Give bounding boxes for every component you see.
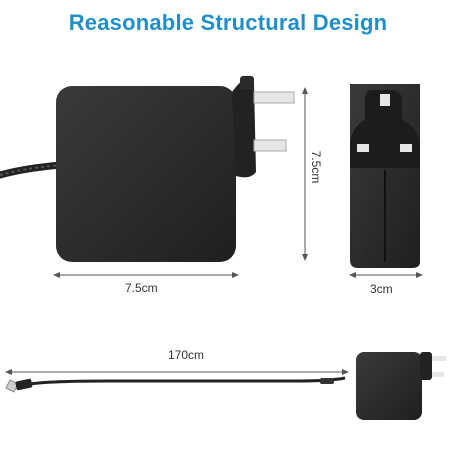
cable-full: [29, 376, 346, 386]
page-title: Reasonable Structural Design: [68, 10, 388, 35]
adapter-front-body: [56, 86, 236, 262]
cable-length-label: 170cm: [168, 348, 205, 362]
adapter-mini-body: [356, 352, 422, 420]
cable-stub: [0, 161, 66, 179]
plug-prong-bottom: [253, 139, 287, 152]
plug-prong-top: [253, 91, 295, 104]
plug-housing: [232, 78, 256, 178]
height-label: 7.5cm: [309, 150, 323, 184]
width-label: 7.5cm: [125, 281, 158, 295]
depth-label: 3cm: [370, 282, 393, 296]
